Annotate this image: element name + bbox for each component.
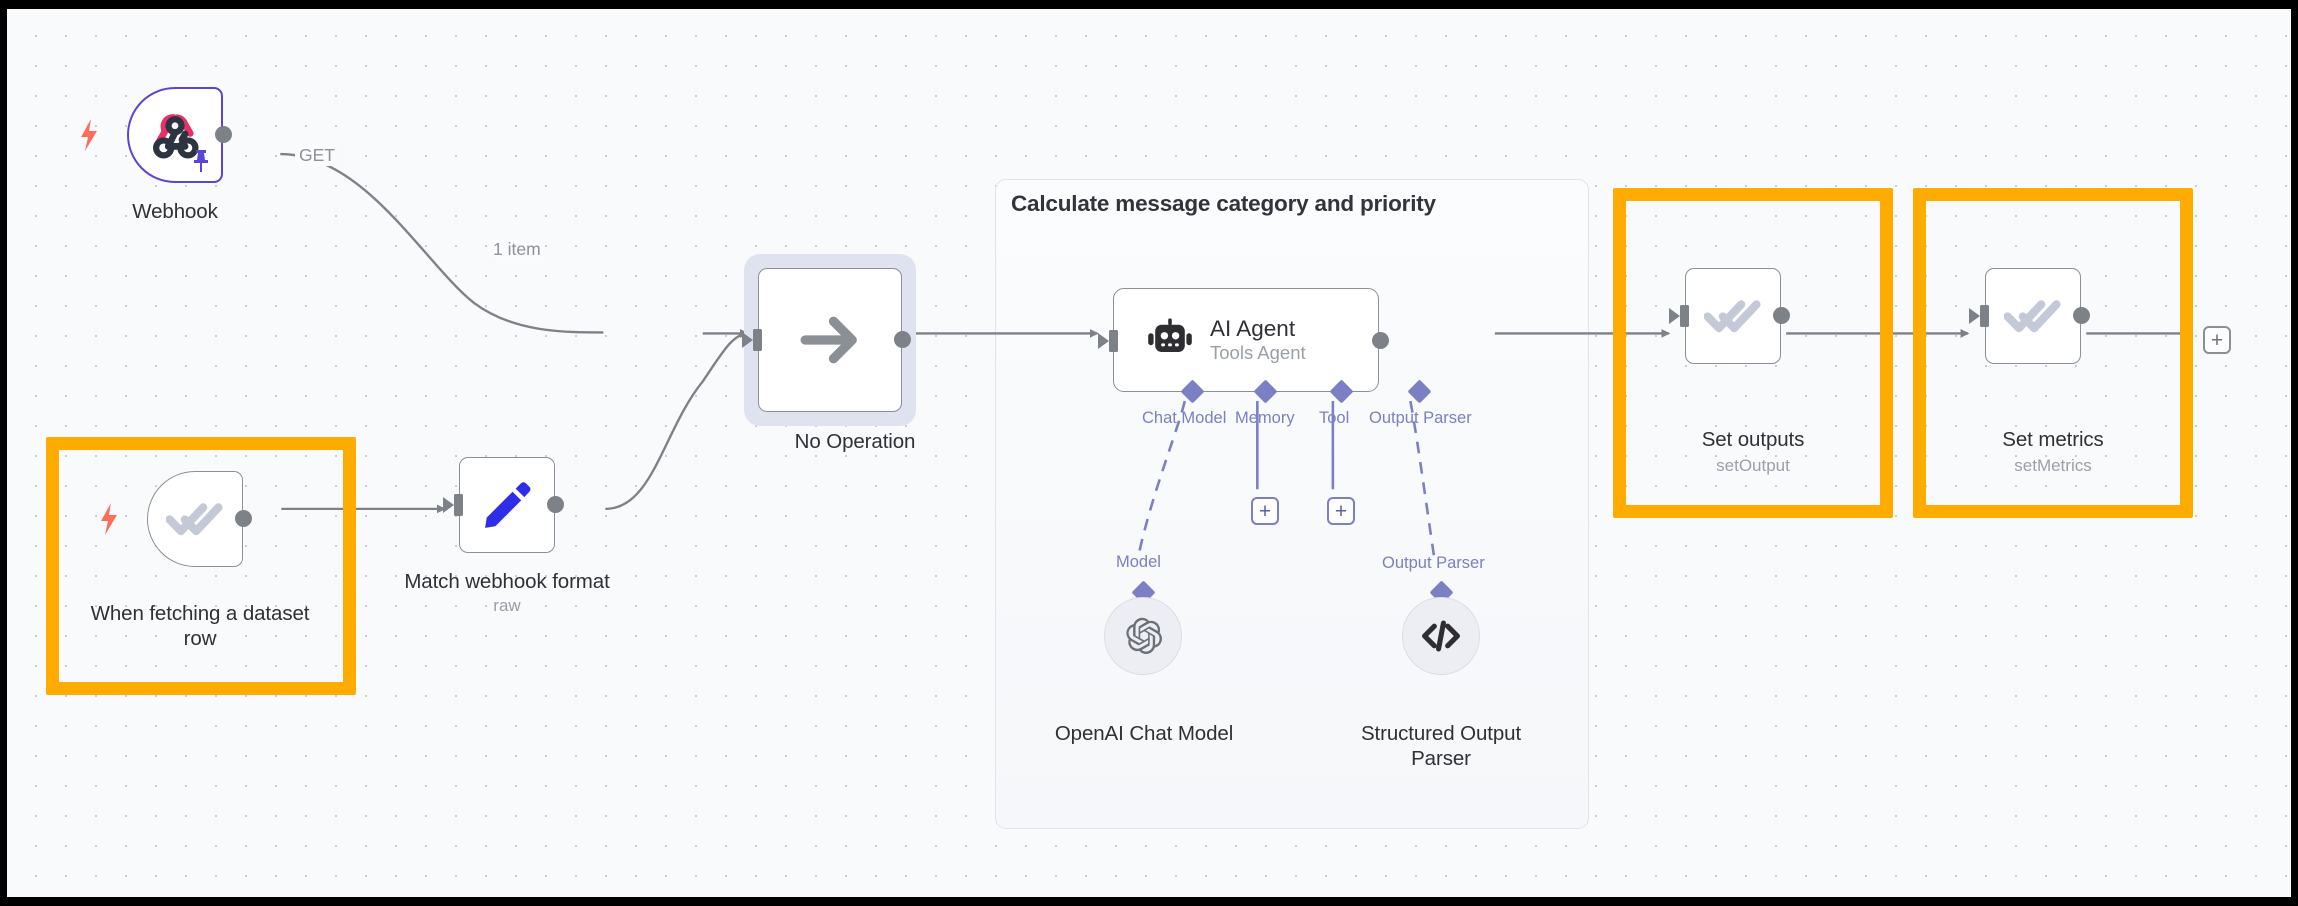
node-set-metrics[interactable] [1969, 268, 2090, 364]
group-title: Calculate message category and priority [1011, 191, 1436, 216]
node-openai-chat-model-label: OpenAI Chat Model [1054, 722, 1234, 745]
node-when-fetching-dataset-row-label: When fetching a dataset row [90, 602, 310, 650]
ai-agent-input-port[interactable] [1098, 330, 1118, 352]
node-set-outputs[interactable] [1669, 268, 1790, 364]
webhook-output-port[interactable] [215, 126, 232, 143]
node-set-outputs-label: Set outputs [1701, 428, 1805, 451]
node-when-fetching-dataset-row[interactable] [101, 471, 252, 567]
connector-label-chat-model: Chat Model [1142, 409, 1227, 427]
when-fetching-dataset-row-output-port[interactable] [235, 510, 252, 527]
node-match-webhook-format-label: Match webhook format [404, 570, 610, 593]
openai-icon [1126, 617, 1162, 654]
double-check-icon [2004, 300, 2061, 333]
code-brackets-icon [1422, 620, 1460, 652]
pencil-icon [485, 482, 531, 528]
node-no-operation-label: No Operation [794, 430, 916, 453]
node-set-metrics-subtitle: setMetrics [2014, 456, 2092, 475]
node-set-metrics-box[interactable] [1985, 268, 2081, 364]
set-outputs-output-port[interactable] [1773, 307, 1790, 324]
match-webhook-format-output-port[interactable] [547, 496, 564, 513]
node-webhook-label: Webhook [132, 200, 218, 223]
node-set-outputs-box[interactable] [1685, 268, 1781, 364]
trigger-bolt-icon [79, 119, 99, 151]
highlight-box-when-fetching-dataset-row [46, 437, 356, 695]
connector-label-output-parser: Output Parser [1369, 409, 1472, 427]
match-webhook-format-input-port[interactable] [443, 494, 463, 516]
set-outputs-input-port[interactable] [1669, 305, 1689, 327]
set-metrics-input-port[interactable] [1969, 305, 1989, 327]
highlight-box-set-metrics [1913, 188, 2193, 518]
node-structured-output-parser[interactable] [1402, 597, 1480, 675]
node-ai-agent-label: AI Agent [1210, 316, 1296, 341]
ai-agent-output-port[interactable] [1372, 332, 1389, 349]
pin-icon [191, 149, 211, 173]
sub-connector-label-model: Model [1116, 553, 1161, 571]
node-match-webhook-format[interactable] [443, 457, 564, 553]
add-memory-button[interactable]: + [1251, 497, 1279, 525]
node-ai-agent[interactable]: AI Agent Tools Agent [1098, 288, 1389, 392]
set-metrics-output-port[interactable] [2073, 307, 2090, 324]
trigger-bolt-icon [99, 503, 119, 535]
arrow-right-icon [800, 316, 857, 364]
double-check-icon [166, 503, 223, 536]
group-calculate-message-category[interactable] [995, 179, 1589, 829]
node-no-operation-box[interactable] [758, 268, 902, 412]
node-set-outputs-subtitle: setOutput [1716, 456, 1790, 475]
node-match-webhook-format-subtitle: raw [493, 596, 521, 615]
add-tool-button[interactable]: + [1327, 497, 1355, 525]
no-operation-input-port[interactable] [742, 329, 762, 351]
webhook-icon [153, 114, 199, 159]
robot-icon [1148, 318, 1192, 352]
add-node-button[interactable]: + [2203, 326, 2231, 354]
sub-connector-label-output-parser: Output Parser [1382, 554, 1485, 572]
node-set-metrics-label: Set metrics [2002, 428, 2104, 451]
node-match-webhook-format-box[interactable] [459, 457, 555, 553]
edge-label-get: GET [295, 145, 339, 166]
highlight-box-set-outputs [1613, 188, 1893, 518]
node-when-fetching-dataset-row-box[interactable] [147, 471, 243, 567]
node-webhook[interactable] [81, 87, 232, 183]
connector-label-memory: Memory [1235, 409, 1295, 427]
node-openai-chat-model[interactable] [1104, 597, 1182, 675]
node-ai-agent-subtitle: Tools Agent [1210, 342, 1306, 363]
edge-label-items: 1 item [489, 239, 545, 260]
double-check-icon [1704, 300, 1761, 333]
no-operation-output-port[interactable] [894, 331, 911, 348]
node-structured-output-parser-label: Structured Output Parser [1360, 722, 1522, 770]
node-no-operation[interactable] [742, 268, 911, 412]
connector-label-tool: Tool [1319, 409, 1350, 427]
